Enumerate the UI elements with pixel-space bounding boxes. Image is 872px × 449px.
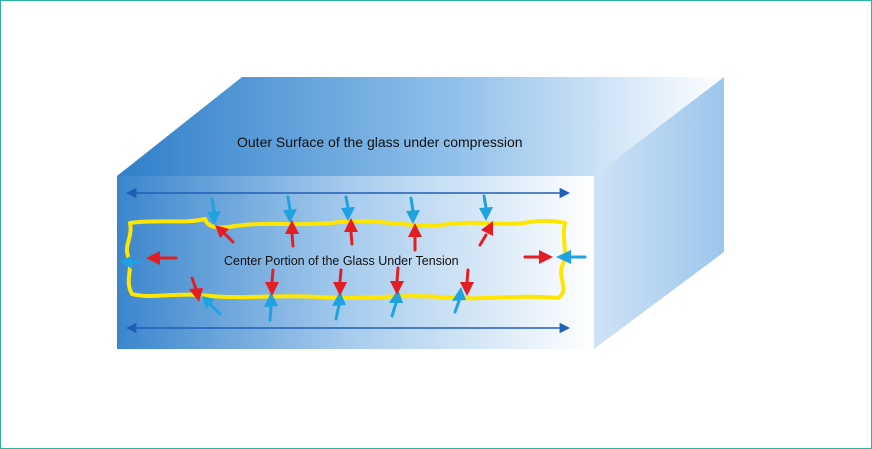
tension-arrow xyxy=(408,223,422,252)
compression-arrow xyxy=(452,287,466,314)
compression-arrow xyxy=(264,292,278,322)
tension-arrow xyxy=(478,221,493,247)
tension-arrow xyxy=(215,225,235,244)
compression-arrow xyxy=(202,296,222,316)
compression-arrow xyxy=(556,250,587,264)
compression-arrow xyxy=(341,195,355,221)
tension-arrow xyxy=(146,251,178,265)
tension-zone-boundary xyxy=(125,217,567,301)
compression-arrows xyxy=(121,194,587,322)
compression-arrow xyxy=(332,291,346,321)
center-portion-label: Center Portion of the Glass Under Tensio… xyxy=(224,254,459,268)
tension-arrow xyxy=(189,276,203,302)
tension-arrow xyxy=(523,250,553,264)
tension-arrow xyxy=(390,266,404,295)
tension-arrow xyxy=(333,268,347,296)
glass-top-face xyxy=(117,77,724,176)
compression-arrow xyxy=(207,197,221,225)
tension-arrow xyxy=(344,218,358,246)
tension-arrows xyxy=(146,218,553,302)
glass-front-face xyxy=(117,176,594,349)
compression-arrow xyxy=(479,194,493,221)
compression-arrow xyxy=(406,196,420,224)
tension-arrow xyxy=(460,268,474,296)
compression-arrow xyxy=(283,195,297,223)
tension-arrow xyxy=(265,268,279,296)
tension-arrow xyxy=(285,220,299,248)
compression-arrow xyxy=(389,289,403,318)
compression-arrow xyxy=(121,255,142,269)
outer-surface-label: Outer Surface of the glass under compres… xyxy=(237,134,523,150)
glass-side-face xyxy=(594,77,724,349)
